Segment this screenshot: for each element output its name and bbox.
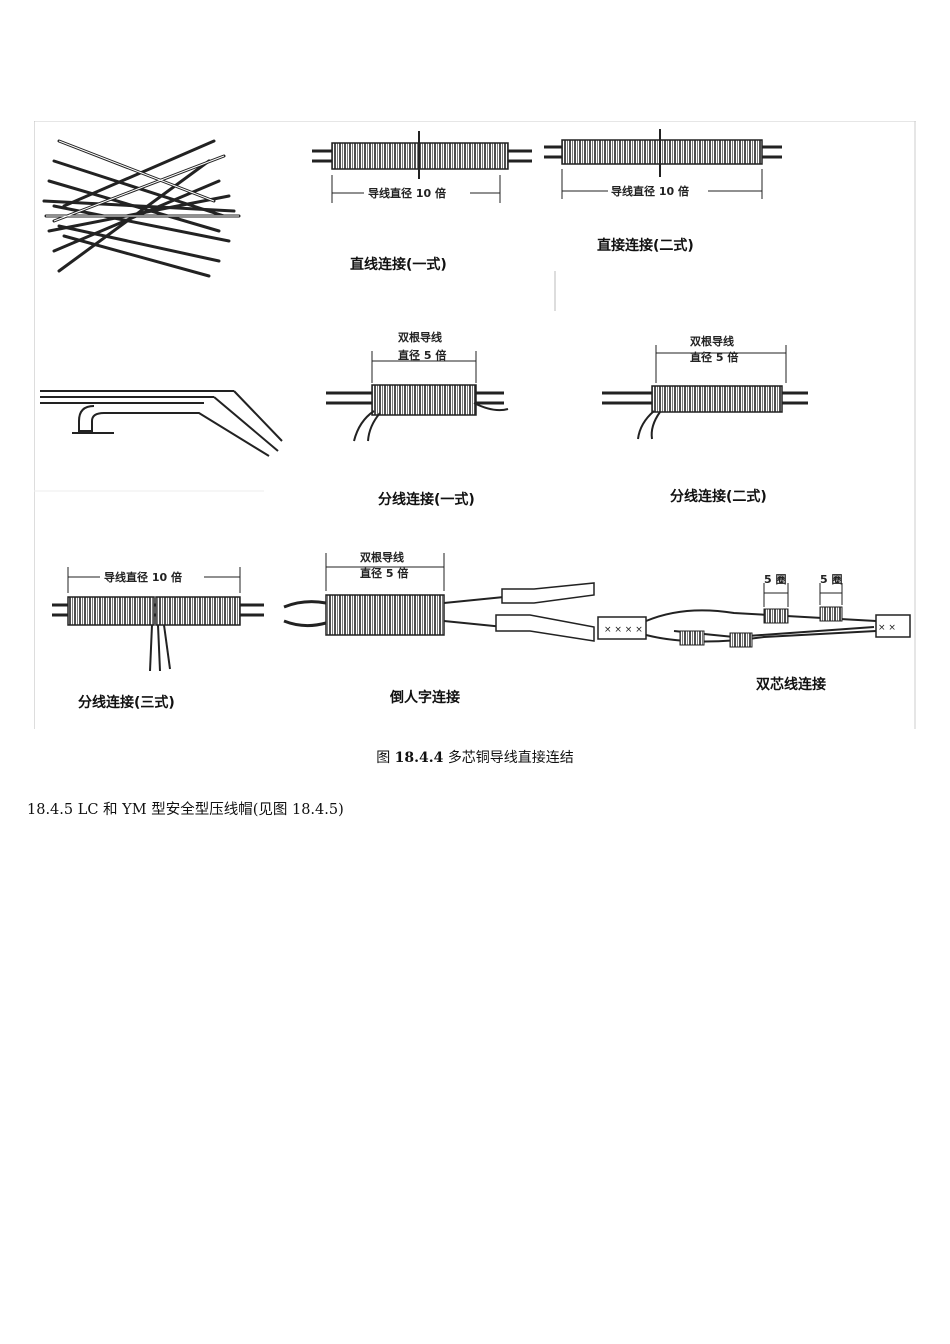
label-branch-2: 分线连接(二式) [670, 488, 767, 505]
caption-prefix: 图 [376, 750, 391, 766]
bent-strands-drawing [40, 390, 283, 457]
branch-connection-1-drawing [326, 351, 509, 442]
dim-double-line-2: 双根导线 [690, 334, 734, 348]
dim-ten-times-1: 导线直径 10 倍 [368, 186, 446, 200]
svg-text:× ×: × × [878, 623, 896, 633]
branch-connection-3-drawing [52, 567, 264, 672]
dim-double-line-1: 双根导线 [398, 330, 442, 344]
caption-title: 多芯铜导线直接连结 [447, 750, 574, 766]
label-branch-3: 分线连接(三式) [78, 694, 175, 711]
connection-figure: 导线直径 10 倍 直线连接(一式) 导线直径 10 倍 直接连接(二式) [34, 121, 916, 729]
twin-core-connection-drawing: × × × × × × [597, 583, 911, 648]
label-straight-2: 直接连接(二式) [597, 237, 694, 254]
straight-connection-1-drawing [312, 131, 532, 203]
dim-five-turns-2: 5 圈 [820, 573, 842, 586]
dim-five-turns-1: 5 圈 [764, 573, 786, 586]
dim-five-times-3: 直径 5 倍 [360, 566, 408, 580]
dim-ten-times-2: 导线直径 10 倍 [611, 184, 689, 198]
dim-ten-times-3: 导线直径 10 倍 [104, 570, 182, 584]
inverted-connection-drawing [283, 553, 595, 642]
label-inverted: 倒人字连接 [389, 689, 460, 706]
figure-caption: 图 18.4.4 多芯铜导线直接连结 [0, 747, 950, 767]
dim-five-times-1: 直径 5 倍 [398, 348, 446, 362]
dim-five-times-2: 直径 5 倍 [690, 350, 738, 364]
branch-connection-2-drawing [602, 345, 808, 440]
label-twin-core: 双芯线连接 [756, 676, 826, 693]
caption-number: 18.4.4 [394, 750, 444, 766]
section-heading: 18.4.5 LC 和 YM 型安全型压线帽(见图 18.4.5) [27, 802, 344, 818]
svg-text:× × × ×: × × × × [604, 625, 643, 635]
straight-connection-2-drawing [544, 129, 782, 199]
dim-double-line-3: 双根导线 [360, 550, 404, 564]
label-branch-1: 分线连接(一式) [378, 491, 475, 508]
label-straight-1: 直线连接(一式) [350, 256, 447, 273]
